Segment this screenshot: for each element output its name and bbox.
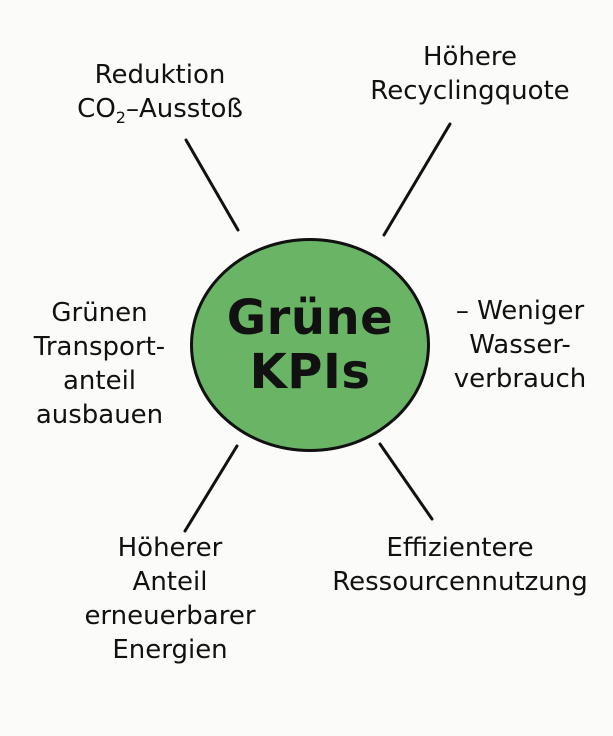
kpi-label-line: Anteil [132,567,208,597]
kpi-label-resource-efficiency: Effizientere Ressourcennutzung [315,531,605,599]
kpi-label-line: Wasser- [469,330,571,360]
kpi-label-line: Höhere [422,42,518,72]
kpi-label-line: Ressourcennutzung [332,567,588,597]
connector-co2 [184,138,240,232]
kpi-label-water-usage: – Weniger Wasser- verbrauch [440,294,600,396]
connector-recycling [382,122,452,237]
kpi-label-line: Höherer [117,533,223,563]
hub-title-line-1: Grüne [226,290,394,346]
kpi-label-line: Energien [112,635,228,665]
connector-renewable [183,444,239,533]
kpi-label-green-transport: Grünen Transport- anteil ausbauen [12,296,187,432]
kpi-label-line: CO2–Ausstoß [77,94,243,128]
kpi-label-line: Grünen [51,298,148,328]
kpi-label-line: anteil [62,366,137,396]
kpi-label-line: erneuerbarer [84,601,256,631]
kpi-label-line: Effizientere [386,533,534,563]
kpi-label-line: Recyclingquote [370,76,570,106]
kpi-label-line: Transport- [33,332,166,362]
kpi-label-co2-reduction: Reduktion CO2–Ausstoß [55,58,265,135]
kpi-label-line: verbrauch [453,364,587,394]
kpi-label-recycling-rate: Höhere Recyclingquote [350,40,590,108]
kpi-label-line: ausbauen [35,400,164,430]
central-kpi-circle: Grüne KPIs [190,238,430,452]
connector-resources [378,442,434,521]
kpi-label-line: Reduktion [94,60,226,90]
hub-title-line-2: KPIs [249,344,371,400]
kpi-label-line: – Weniger [455,296,585,326]
kpi-label-renewable-energy: Höherer Anteil erneuerbarer Energien [55,531,285,667]
